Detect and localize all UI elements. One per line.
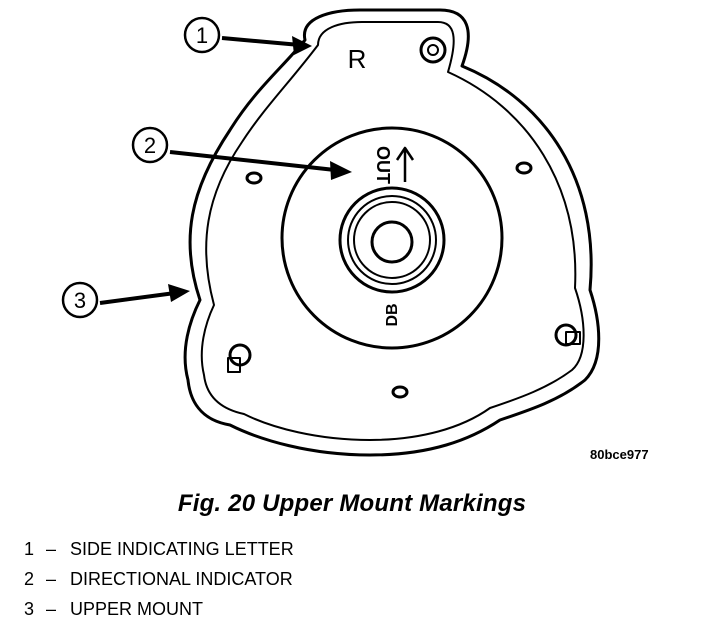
- mount-stud-right: [554, 323, 581, 347]
- direction-text: OUT: [373, 146, 393, 184]
- mount-stud-left: [227, 343, 252, 373]
- center-plate: [280, 126, 504, 350]
- callout-2: 2: [131, 126, 352, 180]
- mount-inner-contour: [200, 21, 585, 441]
- svg-text:3: 3: [74, 288, 86, 313]
- bottom-mark: DB: [384, 303, 401, 326]
- bearing-bore: [370, 220, 414, 264]
- legend-label: DIRECTIONAL INDICATOR: [70, 569, 293, 589]
- mount-stud-top: [419, 36, 447, 64]
- upper-mount-diagram: R OUT DB 1 2 3: [61, 8, 601, 457]
- direction-arrow: [395, 146, 415, 182]
- figure-code: 80bce977: [590, 447, 649, 462]
- plate-hole: [391, 385, 409, 399]
- upper-mount-outline: [183, 8, 601, 457]
- legend-label: SIDE INDICATING LETTER: [70, 539, 294, 559]
- callout-3: 3: [61, 281, 190, 319]
- side-letter-r: R: [348, 44, 367, 74]
- callout-1: 1: [183, 16, 312, 55]
- legend-label: UPPER MOUNT: [70, 599, 204, 619]
- svg-text:2: 2: [144, 133, 156, 158]
- legend-item: 3–UPPER MOUNT: [24, 599, 204, 619]
- svg-text:1: 1: [196, 23, 208, 48]
- legend-item: 2–DIRECTIONAL INDICATOR: [24, 569, 293, 589]
- bearing-outer: [338, 186, 446, 294]
- legend-list: 1–SIDE INDICATING LETTER 2–DIRECTIONAL I…: [24, 534, 294, 624]
- legend-item: 1–SIDE INDICATING LETTER: [24, 539, 294, 559]
- figure-caption: Fig. 20 Upper Mount Markings: [177, 490, 527, 517]
- plate-hole: [515, 161, 533, 175]
- plate-hole: [245, 171, 263, 185]
